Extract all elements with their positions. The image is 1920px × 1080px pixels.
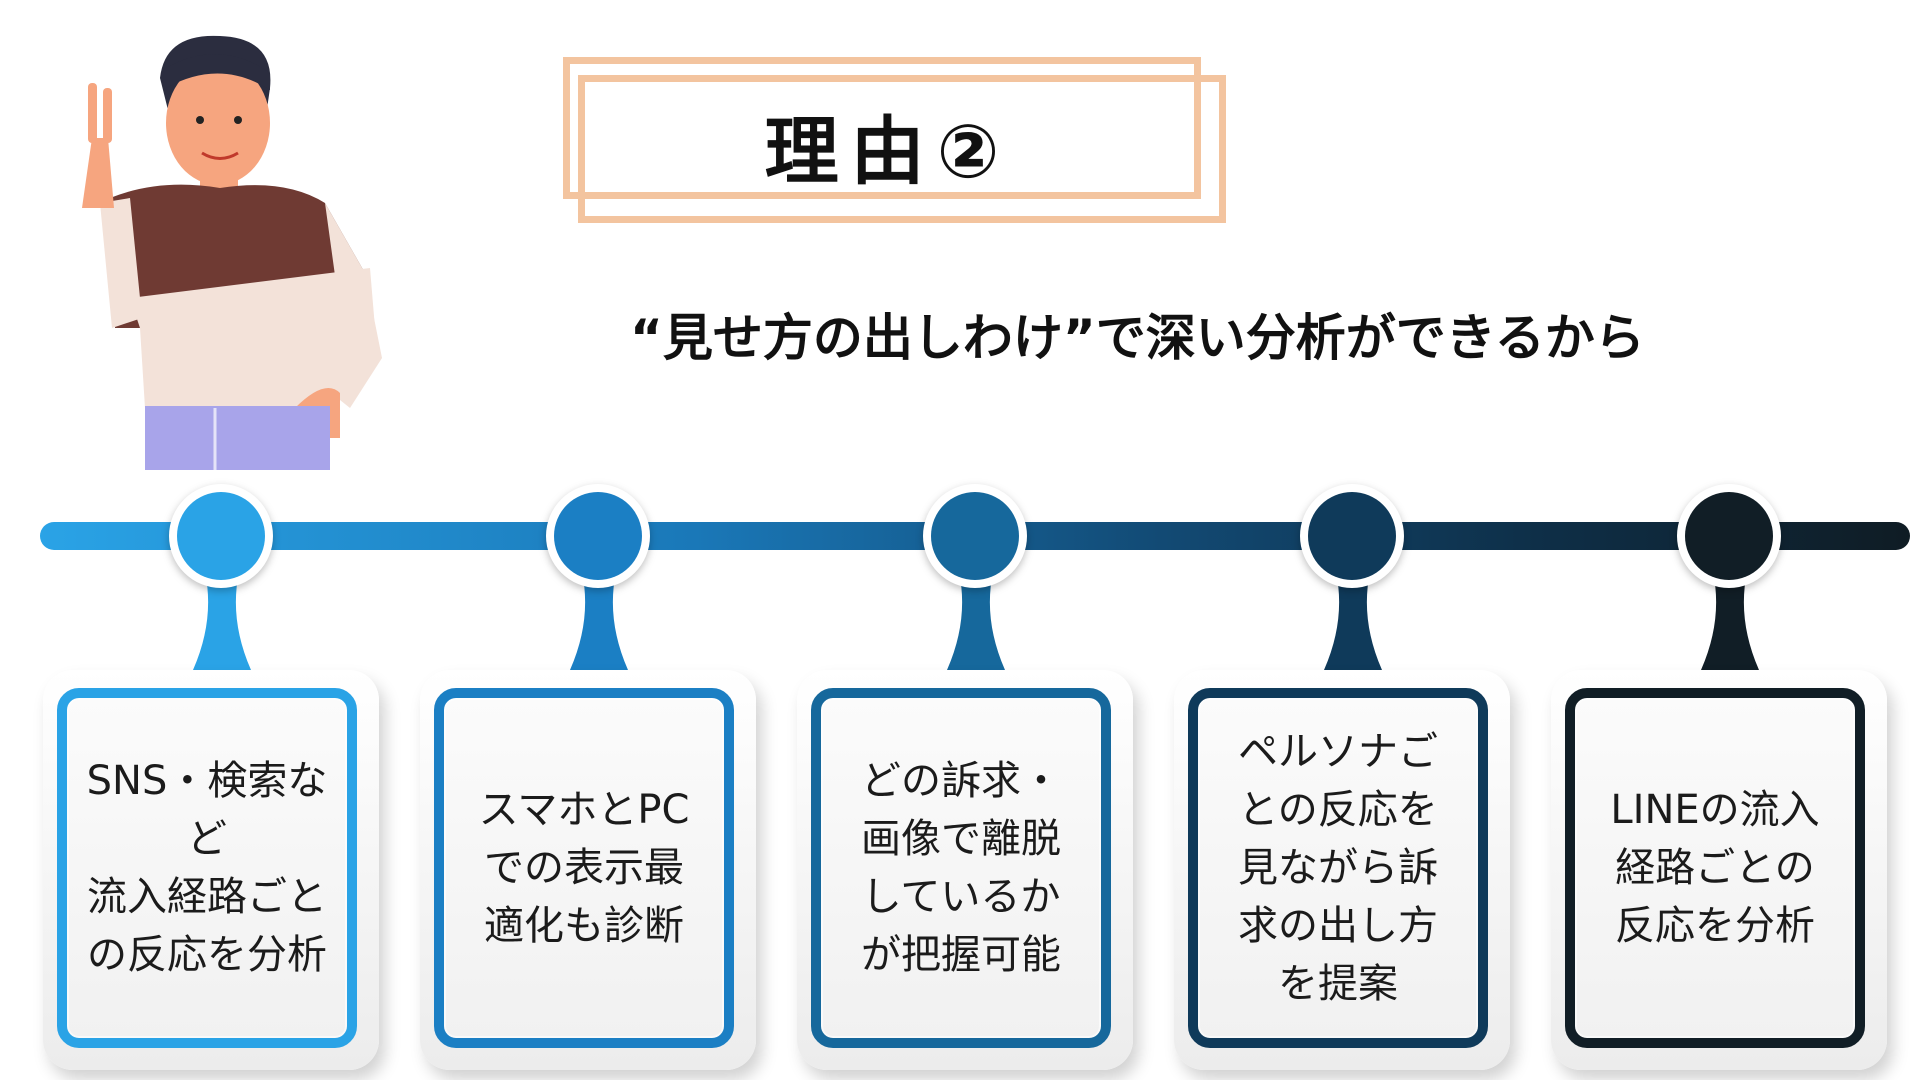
step-card-inner: LINEの流入 経路ごとの 反応を分析 xyxy=(1565,688,1865,1048)
step-card-inner: SNS・検索など 流入経路ごと の反応を分析 xyxy=(57,688,357,1048)
step-connector xyxy=(1300,484,1404,670)
subtitle: “見せ方の出しわけ”で深い分析ができるから xyxy=(630,309,1645,367)
step-connector xyxy=(169,484,273,670)
step-text: SNS・検索など 流入経路ごと の反応を分析 xyxy=(86,758,328,978)
step-connector xyxy=(546,484,650,670)
step-text: LINEの流入 経路ごとの 反応を分析 xyxy=(1610,787,1820,949)
step-text: ペルソナご との反応を 見ながら訴 求の出し方 を提案 xyxy=(1238,729,1438,1007)
step-1: SNS・検索など 流入経路ごと の反応を分析 xyxy=(33,460,409,1080)
step-2: スマホとPC での表示最 適化も診断 xyxy=(410,460,786,1080)
page-title: 理由② xyxy=(764,108,1012,195)
step-card-inner: ペルソナご との反応を 見ながら訴 求の出し方 を提案 xyxy=(1188,688,1488,1048)
step-card-inner: どの訴求・ 画像で離脱 しているか が把握可能 xyxy=(811,688,1111,1048)
title-frame-back xyxy=(563,57,1201,199)
step-card-inner: スマホとPC での表示最 適化も診断 xyxy=(434,688,734,1048)
step-text: スマホとPC での表示最 適化も診断 xyxy=(478,787,690,949)
step-4: ペルソナご との反応を 見ながら訴 求の出し方 を提案 xyxy=(1164,460,1540,1080)
timeline: SNS・検索など 流入経路ごと の反応を分析 スマホとPC での表示最 適化も診… xyxy=(0,460,1920,1080)
step-5: LINEの流入 経路ごとの 反応を分析 xyxy=(1541,460,1917,1080)
step-connector xyxy=(1677,484,1781,670)
step-3: どの訴求・ 画像で離脱 しているか が把握可能 xyxy=(787,460,1163,1080)
step-text: どの訴求・ 画像で離脱 しているか が把握可能 xyxy=(861,758,1061,978)
title-frame-front xyxy=(578,75,1226,223)
step-connector xyxy=(923,484,1027,670)
person-peace-sign-illustration xyxy=(82,35,382,470)
